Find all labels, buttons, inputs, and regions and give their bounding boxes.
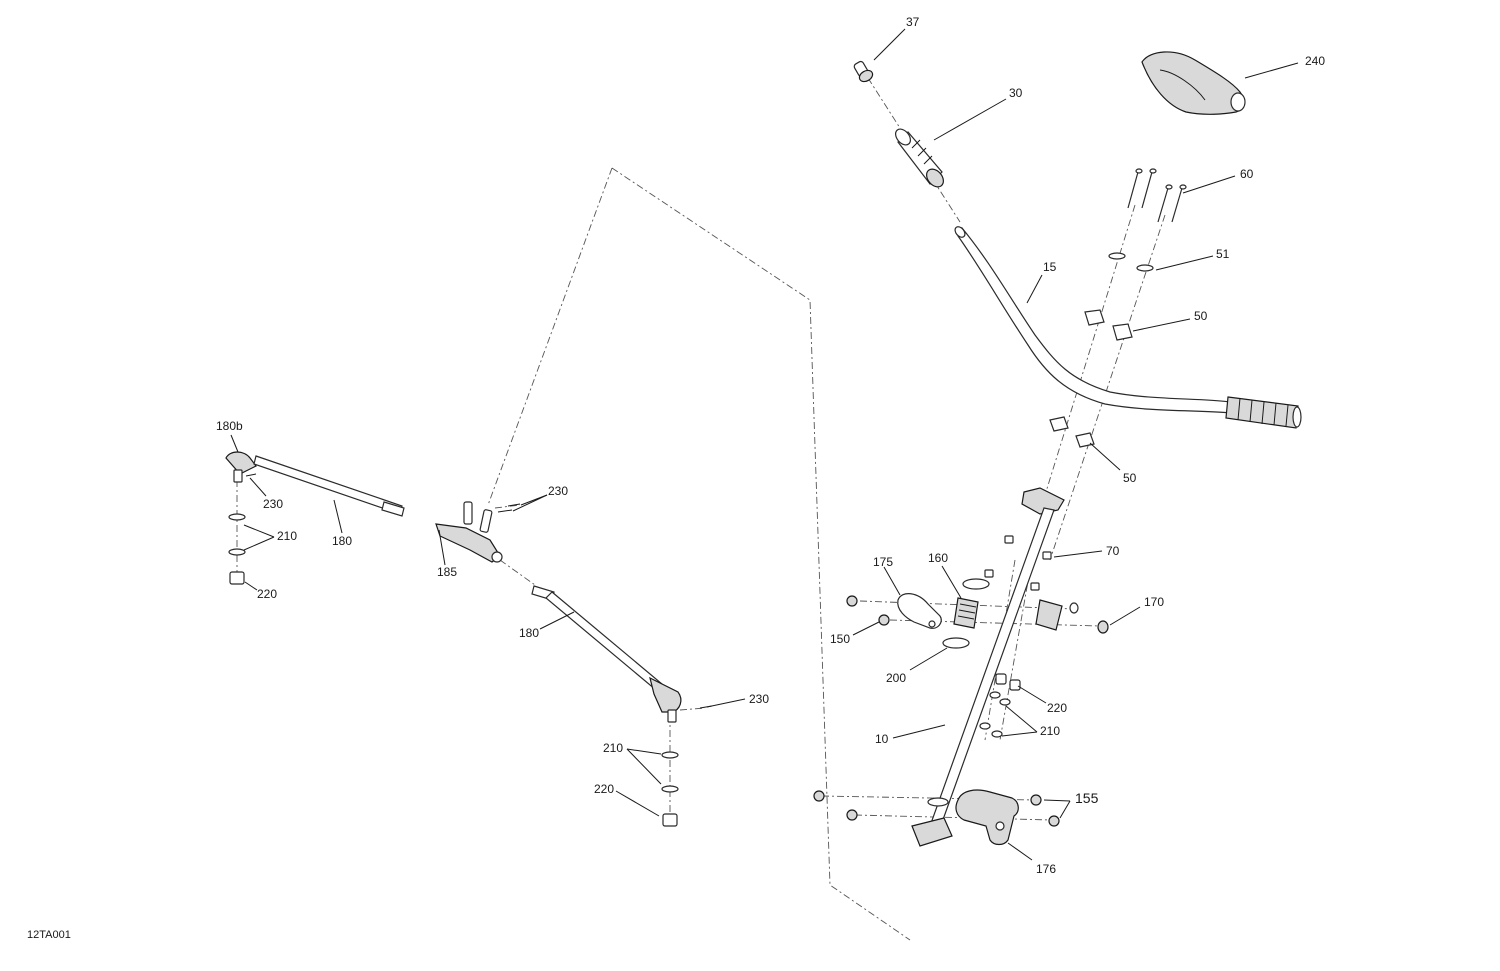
lower-clamps	[1049, 416, 1095, 448]
support-bracket	[897, 593, 942, 629]
callout-230-right: 230	[749, 692, 769, 706]
callout-70: 70	[1106, 544, 1120, 558]
washers-210-left	[228, 513, 679, 793]
callout-175: 175	[873, 555, 893, 569]
callout-200: 200	[886, 671, 906, 685]
callout-30: 30	[1009, 86, 1023, 100]
callout-230-left: 230	[263, 497, 283, 511]
callout-50-lower: 50	[1123, 471, 1137, 485]
o-ring	[942, 578, 990, 649]
washers-210-right	[979, 691, 1011, 738]
screws	[1127, 168, 1187, 223]
callout-210-left: 210	[277, 529, 297, 543]
washers	[1108, 252, 1154, 272]
callout-170: 170	[1144, 595, 1164, 609]
upper-clamps	[1084, 309, 1133, 341]
grip	[895, 128, 944, 188]
steering-bushing	[953, 597, 979, 629]
axis-lines	[236, 77, 1166, 821]
callout-180-right: 180	[519, 626, 539, 640]
nut-170	[1069, 602, 1109, 634]
callout-10: 10	[875, 732, 889, 746]
callout-160: 160	[928, 551, 948, 565]
tie-rod-right	[531, 585, 682, 723]
bolts-155	[813, 790, 1060, 827]
callout-220-left: 220	[257, 587, 277, 601]
tie-rod-left	[253, 455, 405, 517]
tie-rod-end-left	[225, 451, 257, 483]
callout-240: 240	[1305, 54, 1325, 68]
steering-arm	[435, 501, 503, 563]
callout-220-lower: 220	[594, 782, 614, 796]
callout-210-lower: 210	[603, 741, 623, 755]
callout-150: 150	[830, 632, 850, 646]
leader-lines	[230, 28, 1299, 861]
callout-37: 37	[906, 15, 920, 29]
callout-155: 155	[1075, 790, 1099, 806]
callout-220-right: 220	[1047, 701, 1067, 715]
steering-column	[911, 487, 1065, 847]
nuts-220-left	[229, 571, 678, 827]
callout-176: 176	[1036, 862, 1056, 876]
callout-180b: 180b	[216, 419, 243, 433]
handlebar-end-plug	[853, 60, 874, 83]
nuts-220-right	[995, 673, 1021, 691]
callout-51: 51	[1216, 247, 1230, 261]
callout-180-left: 180	[332, 534, 352, 548]
assembly-boundary	[487, 167, 911, 941]
lower-support	[955, 789, 1019, 846]
callout-60: 60	[1240, 167, 1254, 181]
steering-bushing-half	[1035, 599, 1063, 631]
handlebar-pad	[1141, 51, 1246, 115]
callout-185: 185	[437, 565, 457, 579]
handlebar	[954, 226, 1302, 429]
callout-210-right: 210	[1040, 724, 1060, 738]
bolts-150	[846, 595, 890, 626]
callout-230-center: 230	[548, 484, 568, 498]
callout-50-upper: 50	[1194, 309, 1208, 323]
reference-code: 12TA001	[27, 929, 71, 941]
callout-15: 15	[1043, 260, 1057, 274]
nuts	[984, 535, 1052, 591]
callout-labels: 37 30 240 60 51 15 50 50 70 175 160 170 …	[27, 15, 1325, 941]
